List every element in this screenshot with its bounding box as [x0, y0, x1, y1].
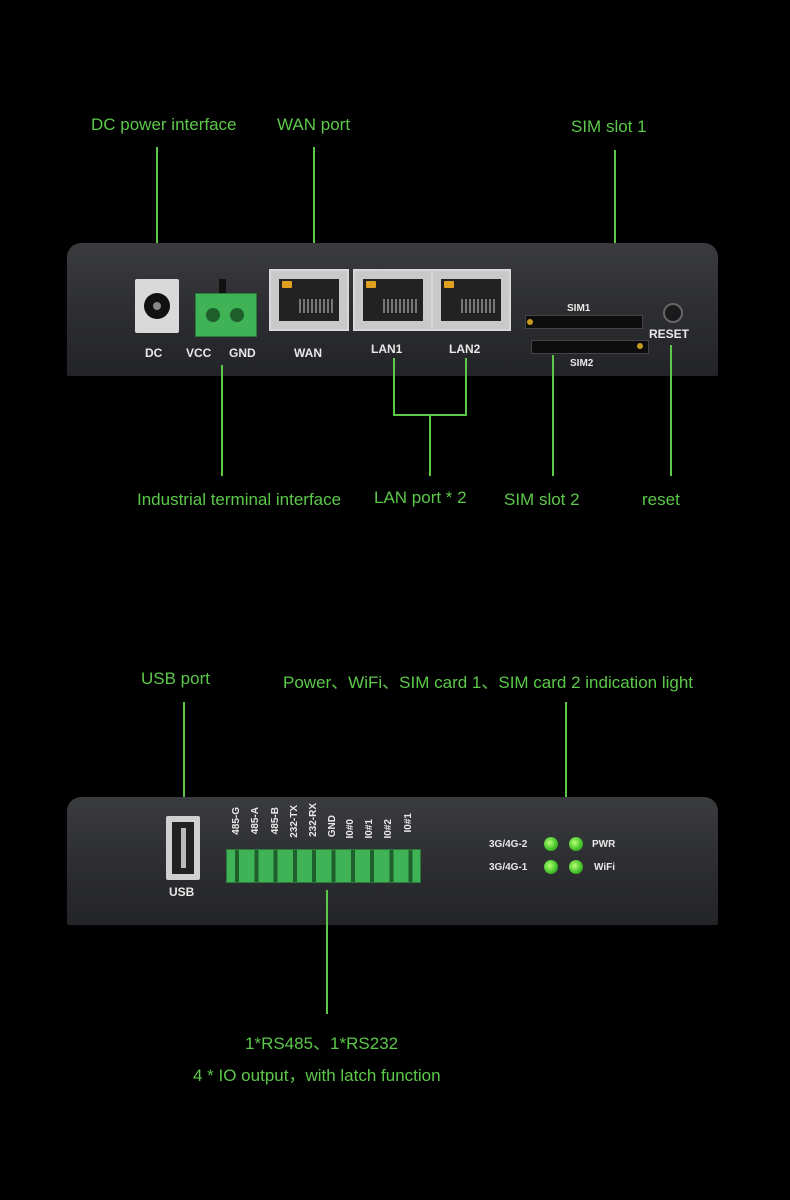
led-3g4g-2	[544, 837, 558, 851]
led-3g4g-1	[544, 860, 558, 874]
terminal-label-485b: 485-B	[270, 807, 281, 835]
lan2-label: LAN2	[449, 342, 481, 356]
terminal-label-232tx: 232-TX	[289, 805, 300, 838]
dc-label: DC	[145, 346, 163, 360]
wan-pointer-line	[313, 147, 315, 267]
led-pwr	[569, 837, 583, 851]
dc-jack[interactable]	[135, 279, 179, 333]
sim1-indicator	[527, 319, 533, 325]
sim-slot-2[interactable]	[531, 340, 649, 354]
serial-annotation: 1*RS485、1*RS232	[245, 1034, 399, 1053]
led-3g4g-2-label: 3G/4G-2	[489, 839, 528, 850]
terminal-label-485a: 485-A	[250, 807, 261, 835]
lan1-label: LAN1	[371, 342, 403, 356]
wan-port[interactable]	[269, 269, 349, 331]
led-wifi	[569, 860, 583, 874]
lan-pointer-line	[429, 414, 431, 476]
usb-port-annotation: USB port	[141, 669, 210, 688]
power-terminal-block[interactable]	[195, 293, 257, 337]
gnd-label: GND	[229, 346, 256, 360]
lan1-pointer-line	[393, 358, 395, 415]
indicators-annotation: Power、WiFi、SIM card 1、SIM card 2 indicat…	[283, 673, 694, 692]
lan2-port[interactable]	[431, 269, 511, 331]
lan2-pointer-line	[465, 358, 467, 415]
wan-port-annotation: WAN port	[277, 115, 351, 134]
usb-port[interactable]	[166, 816, 200, 880]
reset-pointer-line	[670, 345, 672, 476]
led-wifi-label: WiFi	[594, 862, 616, 873]
lan-ports-annotation: LAN port * 2	[374, 488, 467, 507]
reset-button[interactable]	[663, 303, 683, 323]
reset-annotation: reset	[642, 490, 680, 509]
sim-slot-1-annotation: SIM slot 1	[571, 117, 647, 136]
terminal-label-io3: I0#1	[403, 813, 414, 833]
terminal-label-io0: I0#0	[345, 819, 356, 839]
lan1-port[interactable]	[353, 269, 433, 331]
sim1-label: SIM1	[567, 303, 591, 314]
io-terminal-block[interactable]	[226, 849, 421, 883]
sim1-pointer-line	[614, 150, 616, 310]
terminal-label-io2: I0#2	[383, 819, 394, 839]
io-annotation: 4 * IO output，with latch function	[193, 1066, 441, 1085]
front-panel-device: SIM1 SIM2 RESET DC VCC GND WAN LAN1 LAN2	[67, 243, 718, 376]
sim2-indicator	[637, 343, 643, 349]
usb-label: USB	[169, 885, 195, 899]
terminal-label-232rx: 232-RX	[308, 803, 319, 837]
terminal-label-485g: 485-G	[231, 807, 242, 835]
terminal-label-io1: I0#1	[364, 819, 375, 839]
reset-label: RESET	[649, 327, 690, 341]
usb-pointer-line	[183, 702, 185, 842]
sim-slot-1[interactable]	[525, 315, 643, 329]
dc-pointer-line	[156, 147, 158, 280]
serial-pointer-line	[326, 890, 328, 1014]
indicators-pointer-line	[565, 702, 567, 836]
led-pwr-label: PWR	[592, 839, 616, 850]
led-3g4g-1-label: 3G/4G-1	[489, 862, 528, 873]
sim-slot-2-annotation: SIM slot 2	[504, 490, 580, 509]
dc-power-annotation: DC power interface	[91, 115, 237, 134]
terminal-label-gnd: GND	[327, 815, 338, 838]
wan-label: WAN	[294, 346, 322, 360]
vcc-label: VCC	[186, 346, 212, 360]
rear-panel-device: USB 485-G 485-A 485-B 232-TX 232-RX GND …	[67, 797, 718, 925]
sim2-pointer-line	[552, 355, 554, 476]
industrial-pointer-line	[221, 365, 223, 476]
industrial-terminal-annotation: Industrial terminal interface	[137, 490, 342, 509]
sim2-label: SIM2	[570, 358, 594, 369]
